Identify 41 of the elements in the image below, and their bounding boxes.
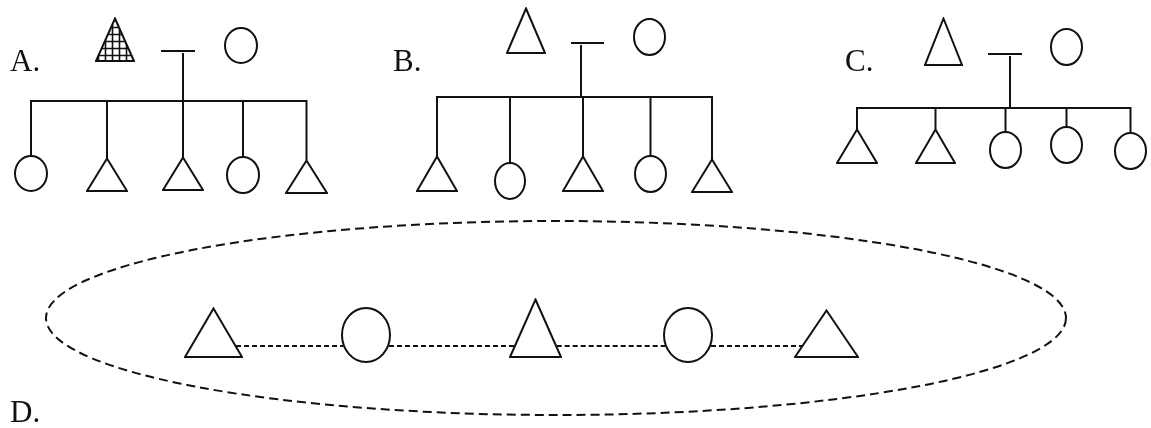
male-triangle (691, 158, 733, 193)
female-circle (1050, 28, 1083, 66)
panel-label: B. (393, 45, 422, 76)
female-circle (14, 155, 48, 192)
dashed-line (235, 345, 344, 347)
male-triangle (184, 307, 243, 358)
descent-line (1009, 55, 1132, 134)
marriage-line (988, 52, 1022, 56)
female-circle (341, 307, 391, 363)
female-circle (989, 131, 1022, 169)
dashed-line (388, 345, 516, 347)
dashed-line (710, 345, 803, 347)
marriage-line (571, 41, 604, 45)
panel-label: D. (10, 396, 41, 427)
male-triangle (95, 17, 135, 62)
dashed-line (555, 345, 666, 347)
male-triangle (924, 17, 963, 66)
male-triangle (794, 309, 859, 358)
male-triangle (836, 128, 878, 164)
female-circle (1114, 132, 1147, 170)
male-triangle (915, 128, 956, 164)
female-circle (1050, 126, 1083, 164)
male-triangle (162, 156, 204, 191)
male-triangle (86, 157, 128, 192)
female-circle (633, 18, 666, 56)
female-circle (494, 162, 526, 200)
male-triangle (416, 155, 458, 192)
female-circle (226, 156, 260, 194)
male-triangle (285, 159, 328, 194)
descent-line (182, 52, 308, 161)
male-triangle (509, 298, 562, 358)
dashed-ellipse (45, 220, 1067, 416)
marriage-line (161, 49, 195, 53)
female-circle (663, 307, 713, 363)
panel-label: A. (10, 45, 41, 76)
panel-label: C. (845, 45, 874, 76)
male-triangle (562, 155, 604, 192)
female-circle (634, 155, 667, 193)
female-circle (224, 27, 258, 64)
descent-line (580, 44, 713, 160)
male-triangle (506, 7, 546, 54)
